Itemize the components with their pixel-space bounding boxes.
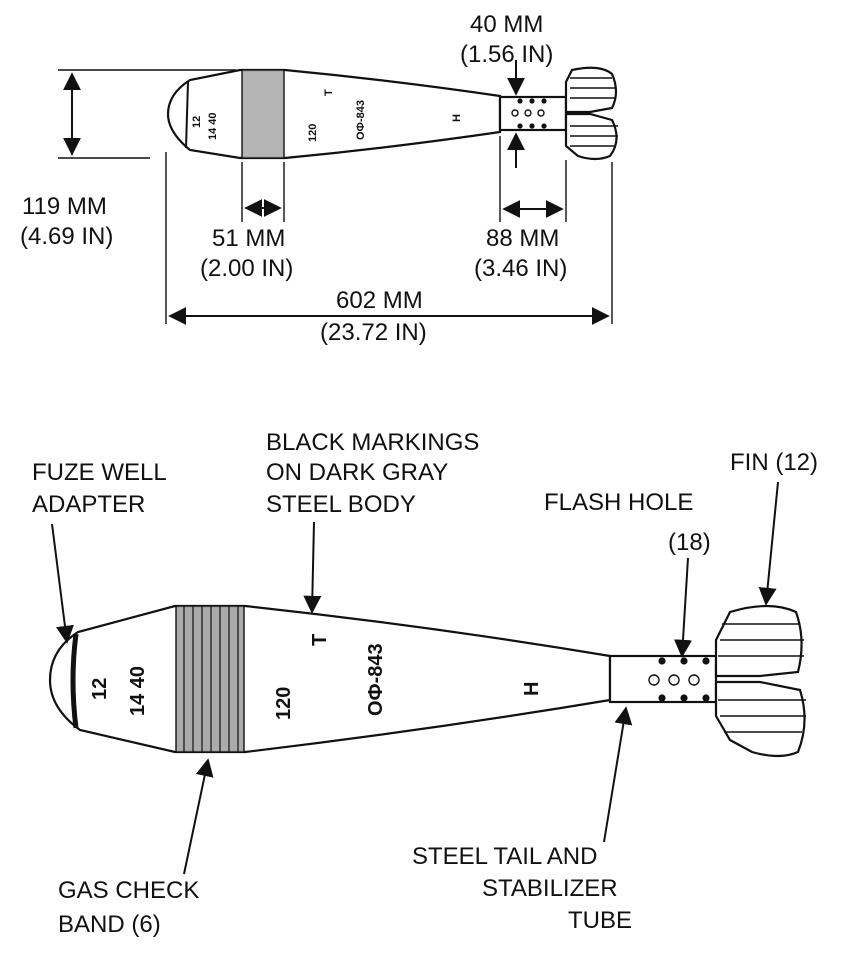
- tail-length-mm-label: 88 MM: [486, 225, 559, 252]
- band-mm-label: 51 MM: [212, 225, 285, 252]
- steel-tail-callout: STEEL TAIL AND STABILIZER TUBE: [412, 706, 633, 934]
- top-nose-line: [185, 81, 189, 149]
- markings-label-3: STEEL BODY: [266, 491, 416, 518]
- bottom-nose-band: [70, 633, 79, 729]
- nose-marking-12: 12: [89, 678, 111, 700]
- svg-text:14 40: 14 40: [207, 112, 219, 140]
- flash-hole-label-1: FLASH HOLE: [544, 489, 693, 516]
- flash-hole-callout: FLASH HOLE (18): [544, 489, 711, 658]
- tail-diameter-dimension: 40 MM (1.56 IN): [460, 11, 553, 168]
- t-marking: Т: [309, 634, 331, 646]
- diameter-dimension: 119 MM (4.69 IN): [20, 69, 236, 250]
- top-flash-holes: [511, 98, 547, 129]
- diameter-in-label: (4.69 IN): [20, 223, 113, 250]
- tail-label-2: STABILIZER: [482, 875, 618, 902]
- top-dimensioned-view: 12 14 40 120 ОФ-843 Т Н 119 MM (4.69 IN)…: [20, 11, 618, 346]
- tail-dia-mm-label: 40 MM: [470, 11, 543, 38]
- tail-label-3: TUBE: [568, 907, 632, 934]
- gas-check-label-1: GAS CHECK: [58, 877, 199, 904]
- h-marking: Н: [521, 682, 543, 696]
- fuze-well-label-1: FUZE WELL: [32, 459, 167, 486]
- tail-length-dimension: 88 MM (3.46 IN): [474, 136, 567, 282]
- gas-check-band-callout: GAS CHECK BAND (6): [58, 758, 214, 938]
- caliber-marking: 120: [273, 687, 295, 720]
- bottom-fins: [714, 604, 806, 758]
- flash-hole-label-2: (18): [668, 529, 711, 556]
- gas-check-label-2: BAND (6): [58, 911, 161, 938]
- length-mm-label: 602 MM: [336, 287, 423, 314]
- fin-label: FIN (12): [730, 449, 818, 476]
- top-fins: [564, 66, 618, 161]
- markings-label-1: BLACK MARKINGS: [266, 429, 479, 456]
- fuze-well-label-2: ADAPTER: [32, 491, 145, 518]
- tail-length-in-label: (3.46 IN): [474, 255, 567, 282]
- band-in-label: (2.00 IN): [200, 255, 293, 282]
- svg-text:Н: Н: [451, 114, 463, 122]
- top-gas-check-band: [241, 70, 285, 158]
- overall-length-dimension: 602 MM (23.72 IN): [165, 152, 613, 346]
- diameter-mm-label: 119 MM: [22, 193, 107, 220]
- top-body-markings: 12 14 40 120 ОФ-843 Т Н: [191, 89, 463, 142]
- fin-callout: FIN (12): [730, 449, 818, 606]
- bottom-body-markings: 12 14 40 120 ОФ-843 Т Н: [89, 634, 543, 720]
- svg-text:120: 120: [307, 124, 319, 142]
- tail-label-1: STEEL TAIL AND: [412, 843, 597, 870]
- markings-label-2: ON DARK GRAY: [266, 459, 448, 486]
- black-markings-callout: BLACK MARKINGS ON DARK GRAY STEEL BODY: [266, 429, 479, 614]
- nose-marking-1440: 14 40: [127, 666, 149, 716]
- tail-dia-in-label: (1.56 IN): [460, 41, 553, 68]
- bottom-labeled-view: 12 14 40 120 ОФ-843 Т Н FUZE WELL ADAPTE…: [32, 429, 818, 938]
- band-width-dimension: 51 MM (2.00 IN): [200, 162, 293, 282]
- bottom-gas-check-band: [175, 606, 245, 752]
- svg-text:Т: Т: [323, 89, 335, 96]
- length-in-label: (23.72 IN): [320, 319, 427, 346]
- svg-text:ОФ-843: ОФ-843: [355, 100, 367, 140]
- lot-marking: ОФ-843: [365, 643, 387, 716]
- svg-text:12: 12: [191, 116, 203, 128]
- fuze-well-adapter-callout: FUZE WELL ADAPTER: [32, 459, 167, 644]
- bottom-flash-holes: [648, 657, 710, 702]
